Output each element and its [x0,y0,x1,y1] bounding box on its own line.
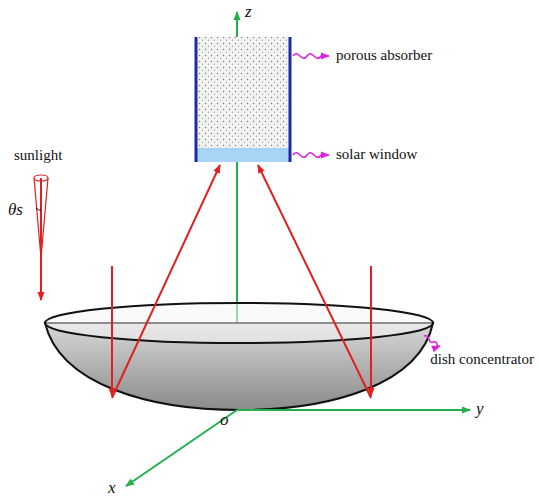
leader-arrow [424,336,440,347]
x-axis [126,410,237,486]
leader-arrow [293,153,329,158]
angle-label: θs [8,200,23,220]
sunlight-arrow [40,178,42,300]
part-label: porous absorber [336,46,432,64]
solar-window [196,148,290,162]
y-axis [237,409,470,411]
receiver-wall [289,37,292,162]
angle-arc [36,208,41,210]
axis-label: y [476,399,484,419]
part-label: solar window [336,145,417,163]
reflected-ray [258,165,371,398]
axis-label: x [108,478,116,498]
reflected-ray [112,165,220,398]
porous-absorber [196,37,290,150]
leader-arrow [293,54,329,59]
origin-label: o [220,410,229,430]
sun-cone [41,178,48,258]
incident-ray [370,266,372,396]
incident-ray [111,266,113,396]
sun-cone [34,178,41,258]
axis-label: z [245,2,252,22]
part-label: sunlight [14,146,62,164]
receiver-wall [195,37,198,162]
part-label: dish concentrator [430,350,534,368]
dish-rim [45,303,433,343]
